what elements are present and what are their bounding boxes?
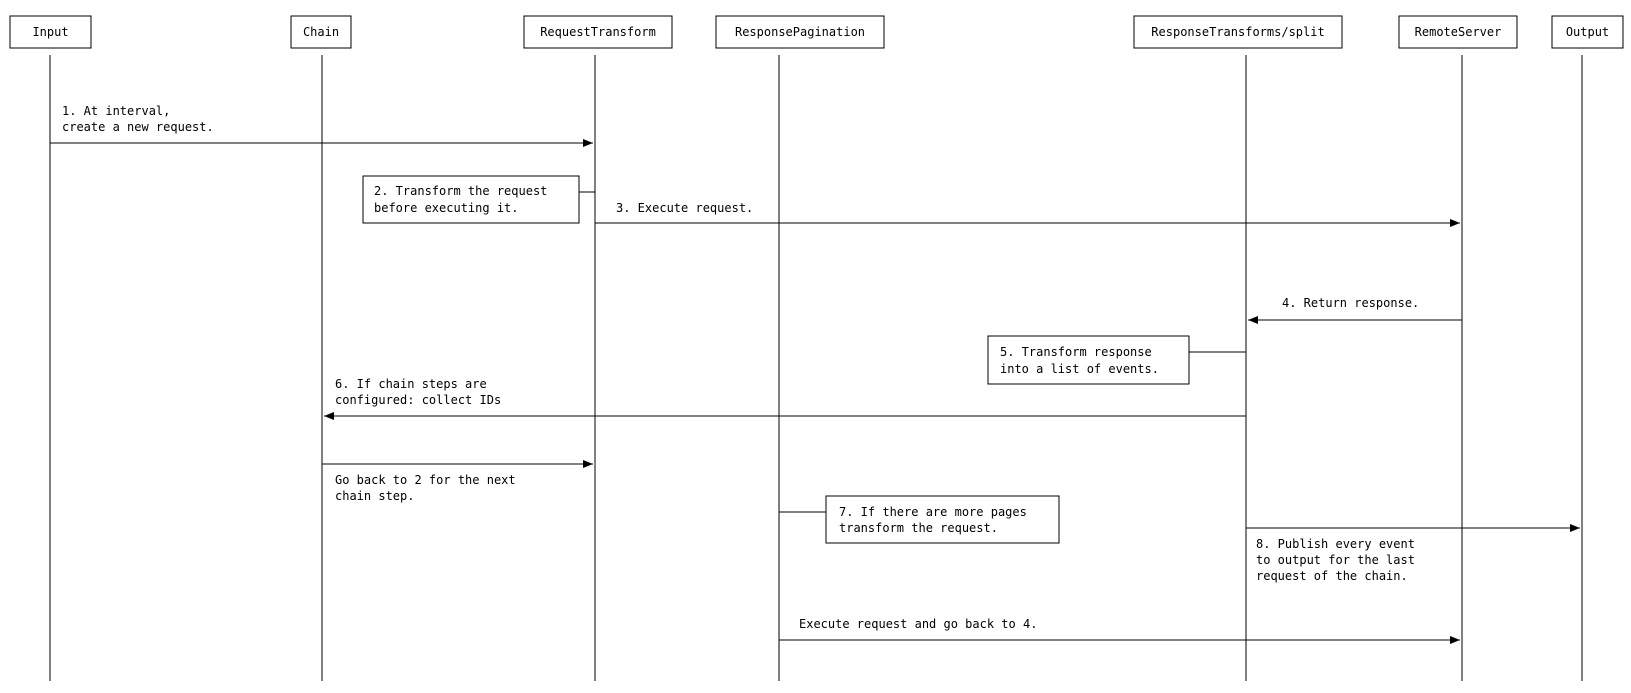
note-7-box xyxy=(825,495,1060,544)
message-1: 1. At interval, create a new request. xyxy=(50,104,593,147)
actor-box-remote-server xyxy=(1398,15,1518,49)
message-3: 3. Execute request. xyxy=(595,201,1460,227)
message-6-line-1: 6. If chain steps are xyxy=(335,377,487,391)
actor-remote-server: RemoteServer xyxy=(1398,15,1518,681)
message-4-line-1: 4. Return response. xyxy=(1282,296,1419,310)
message-go-back-2-line-1: Go back to 2 for the next xyxy=(335,473,516,487)
message-8-line-2: to output for the last xyxy=(1256,553,1415,567)
message-8-line-1: 8. Publish every event xyxy=(1256,537,1415,551)
note-2-line-1: 2. Transform the request xyxy=(374,184,547,198)
actor-output: Output xyxy=(1551,15,1624,681)
message-go-back-2-line-2: chain step. xyxy=(335,489,414,503)
actor-label-response-transforms-split: ResponseTransforms/split xyxy=(1151,25,1324,39)
note-7: 7. If there are more pages transform the… xyxy=(779,495,1060,544)
actor-chain: Chain xyxy=(290,15,352,681)
actor-response-transforms-split: ResponseTransforms/split xyxy=(1133,15,1343,681)
actor-label-remote-server: RemoteServer xyxy=(1415,25,1502,39)
message-go-back-2: Go back to 2 for the next chain step. xyxy=(322,460,593,503)
message-8-line-3: request of the chain. xyxy=(1256,569,1408,583)
note-5: 5. Transform response into a list of eve… xyxy=(987,335,1246,385)
message-execute-go-back-4-line-1: Execute request and go back to 4. xyxy=(799,617,1037,631)
message-8: 8. Publish every event to output for the… xyxy=(1246,524,1580,583)
message-1-line-2: create a new request. xyxy=(62,120,214,134)
actor-box-request-transform xyxy=(523,15,673,49)
note-2: 2. Transform the request before executin… xyxy=(362,175,595,224)
message-3-line-1: 3. Execute request. xyxy=(616,201,753,215)
note-2-box xyxy=(362,175,580,224)
message-1-line-1: 1. At interval, xyxy=(62,104,170,118)
note-7-line-2: transform the request. xyxy=(839,521,998,535)
note-2-line-2: before executing it. xyxy=(374,201,519,215)
actor-label-request-transform: RequestTransform xyxy=(540,25,656,39)
actor-box-response-pagination xyxy=(715,15,885,49)
message-4: 4. Return response. xyxy=(1248,296,1462,324)
actor-input: Input xyxy=(9,15,92,681)
note-7-line-1: 7. If there are more pages xyxy=(839,505,1027,519)
actor-label-input: Input xyxy=(32,25,68,39)
actor-label-output: Output xyxy=(1566,25,1609,39)
actor-response-pagination: ResponsePagination xyxy=(715,15,885,681)
note-5-box xyxy=(987,335,1190,385)
message-execute-go-back-4: Execute request and go back to 4. xyxy=(779,617,1460,644)
actor-box-chain xyxy=(290,15,352,49)
message-6-line-2: configured: collect IDs xyxy=(335,393,501,407)
note-5-line-1: 5. Transform response xyxy=(1000,345,1152,359)
actor-label-response-pagination: ResponsePagination xyxy=(735,25,865,39)
note-5-line-2: into a list of events. xyxy=(1000,362,1159,376)
actor-box-input xyxy=(9,15,92,49)
message-6: 6. If chain steps are configured: collec… xyxy=(324,377,1246,420)
actor-box-output xyxy=(1551,15,1624,49)
actor-box-response-transforms-split xyxy=(1133,15,1343,49)
actor-request-transform: RequestTransform xyxy=(523,15,673,681)
actor-label-chain: Chain xyxy=(303,25,339,39)
